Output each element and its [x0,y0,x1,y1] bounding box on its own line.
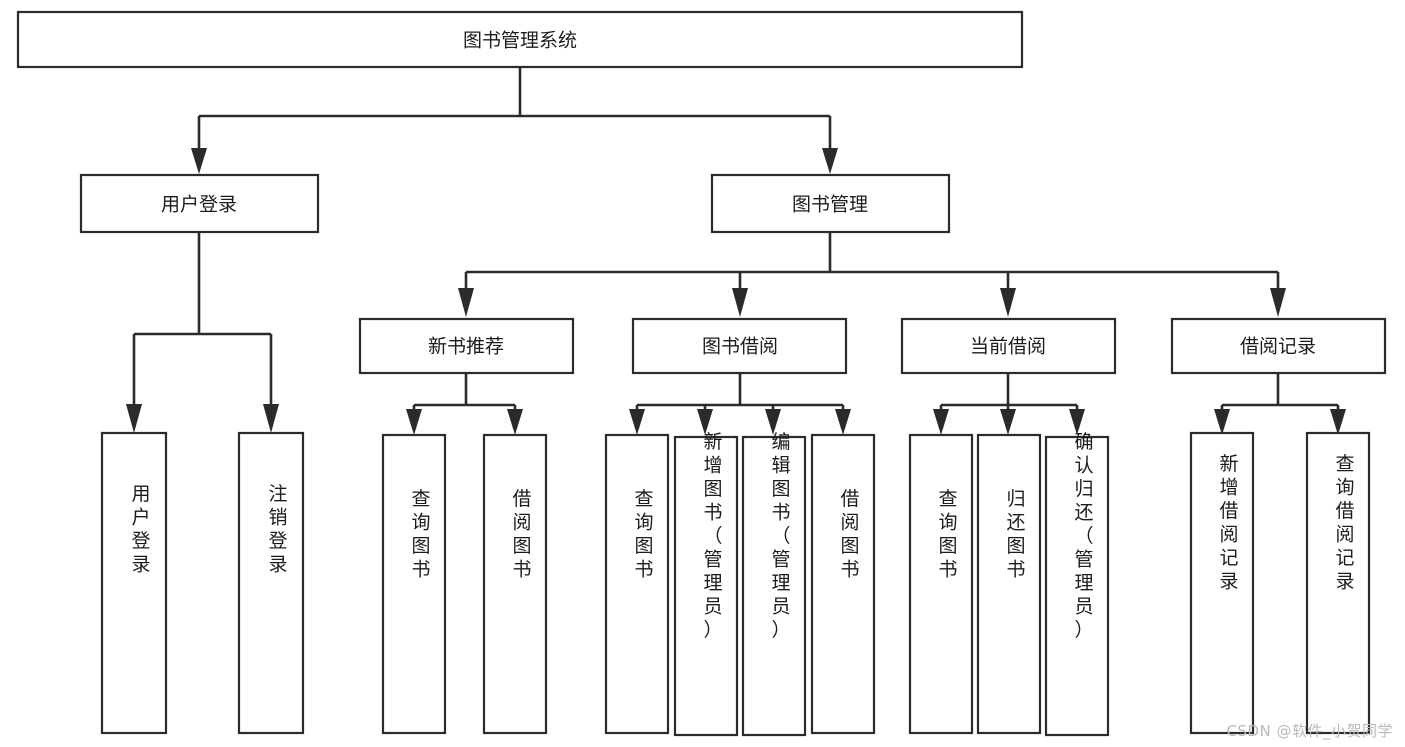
node-book-borrow-label: 图书借阅 [702,336,778,358]
node-leaf-query-record-label: 查询借阅记录 [1335,453,1354,593]
arrow-icon-leaf-borrow-book-2 [835,409,851,435]
arrow-icon-leaf-query-book-1 [406,409,422,435]
node-new-book-recommend-label: 新书推荐 [428,336,504,358]
node-book-manage-box[interactable] [710,173,951,234]
node-leaf-confirm-return-label: 确认归还（管理员） [1074,431,1093,641]
node-leaf-query-record[interactable]: 查询借阅记录 [1305,431,1371,735]
node-current-borrow-box[interactable] [900,317,1117,375]
node-leaf-query-book-2[interactable]: 查询图书 [604,433,670,735]
node-leaf-add-record[interactable]: 新增借阅记录 [1189,431,1255,735]
node-new-book-recommend[interactable]: 新书推荐 [358,317,575,375]
node-leaf-confirm-return[interactable]: 确认归还（管理员） [1044,431,1110,737]
node-leaf-borrow-book-1-label: 借阅图书 [512,488,531,581]
node-leaf-user-logout[interactable]: 注销登录 [237,431,305,735]
node-leaf-edit-book-box[interactable] [741,435,807,737]
node-book-borrow-box[interactable] [631,317,848,375]
node-leaf-borrow-book-2-label: 借阅图书 [840,488,859,581]
arrow-icon-leaf-query-book-3 [933,409,949,435]
node-book-borrow[interactable]: 图书借阅 [631,317,848,375]
node-leaf-user-login-box[interactable] [100,431,168,735]
arrow-icon-leaf-edit-book [765,409,781,435]
arrow-icon-leaf-user-logout [263,404,279,433]
node-borrow-record[interactable]: 借阅记录 [1170,317,1387,375]
arrow-icon-leaf-user-login [126,404,142,433]
arrow-icon-leaf-confirm-return [1069,409,1085,435]
node-root-label: 图书管理系统 [463,30,577,52]
node-leaf-user-logout-box[interactable] [237,431,305,735]
node-current-borrow-label: 当前借阅 [970,336,1046,358]
node-leaf-query-book-3-box[interactable] [908,433,974,735]
node-leaf-borrow-book-2[interactable]: 借阅图书 [810,433,876,735]
arrow-icon-new-book-recommend [458,288,474,317]
node-leaf-add-record-box[interactable] [1189,431,1255,735]
node-leaf-edit-book-label: 编辑图书（管理员） [771,431,790,641]
node-leaf-query-book-3[interactable]: 查询图书 [908,433,974,735]
arrow-icon-leaf-return-book [1000,409,1016,435]
node-user-login-label: 用户登录 [161,194,237,216]
node-leaf-query-book-1-label: 查询图书 [411,488,430,581]
node-leaf-return-book[interactable]: 归还图书 [976,433,1042,735]
arrow-icon-book-manage [822,148,838,174]
arrow-icon-current-borrow [1000,288,1016,317]
node-leaf-edit-book[interactable]: 编辑图书（管理员） [741,431,807,737]
node-leaf-add-book-label: 新增图书（管理员） [703,431,722,641]
node-leaf-user-login-label: 用户登录 [131,483,150,576]
node-borrow-record-box[interactable] [1170,317,1387,375]
node-user-login[interactable]: 用户登录 [79,173,320,234]
node-leaf-query-record-box[interactable] [1305,431,1371,735]
node-leaf-borrow-book-1[interactable]: 借阅图书 [482,433,548,735]
node-book-manage-label: 图书管理 [792,194,868,216]
arrow-icon-leaf-add-book [697,409,713,435]
node-root-box[interactable] [16,10,1024,69]
node-new-book-recommend-box[interactable] [358,317,575,375]
arrow-icon-leaf-query-record [1330,409,1346,435]
node-user-login-box[interactable] [79,173,320,234]
node-leaf-borrow-book-2-box[interactable] [810,433,876,735]
arrow-icon-leaf-add-record [1214,409,1230,435]
node-leaf-query-book-3-label: 查询图书 [938,488,957,581]
node-book-manage[interactable]: 图书管理 [710,173,951,234]
node-leaf-borrow-book-1-box[interactable] [482,433,548,735]
arrow-icon-leaf-borrow-book-1 [507,409,523,435]
node-leaf-user-login[interactable]: 用户登录 [100,431,168,735]
node-leaf-confirm-return-box[interactable] [1044,435,1110,737]
node-leaf-user-logout-label: 注销登录 [268,483,287,576]
arrow-icon-leaf-query-book-2 [629,409,645,435]
node-leaf-return-book-label: 归还图书 [1006,488,1025,581]
node-leaf-return-book-box[interactable] [976,433,1042,735]
node-leaf-query-book-1-box[interactable] [381,433,447,735]
node-leaf-query-book-1[interactable]: 查询图书 [381,433,447,735]
node-leaf-query-book-2-label: 查询图书 [634,488,653,581]
node-current-borrow[interactable]: 当前借阅 [900,317,1117,375]
node-root[interactable]: 图书管理系统 [16,10,1024,69]
arrow-icon-user-login [191,148,207,174]
arrow-icon-book-borrow [732,288,748,317]
node-borrow-record-label: 借阅记录 [1240,336,1316,358]
node-leaf-add-record-label: 新增借阅记录 [1219,453,1238,593]
connector-group [126,67,1346,435]
node-leaf-add-book[interactable]: 新增图书（管理员） [673,431,739,737]
node-leaf-add-book-box[interactable] [673,435,739,737]
arrow-icon-borrow-record [1270,288,1286,317]
node-leaf-query-book-2-box[interactable] [604,433,670,735]
